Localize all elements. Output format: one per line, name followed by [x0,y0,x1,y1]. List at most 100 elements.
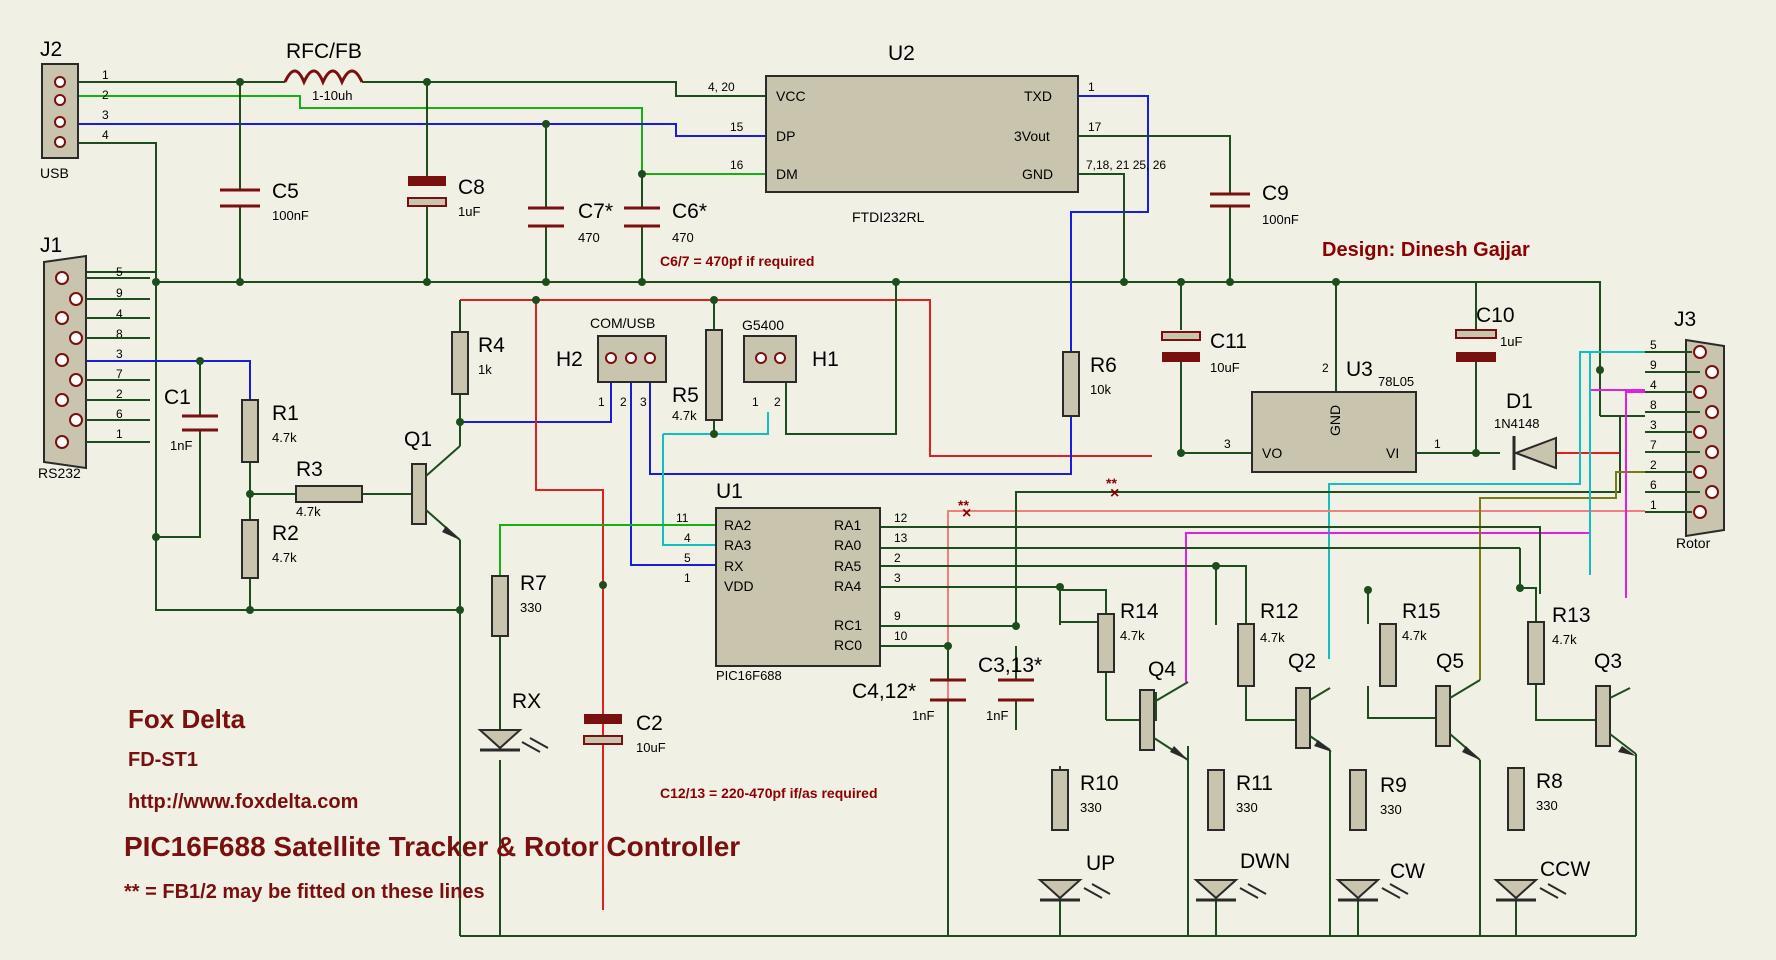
r4-ref: R4 [478,334,505,357]
c9-value: 100nF [1262,212,1299,227]
h2-pin-3: 3 [640,395,647,409]
j3-label: Rotor [1676,535,1711,551]
h2-header: H2 COM/USB 1 2 3 [556,315,667,409]
u2-pin-num-txd: 1 [1088,80,1095,94]
u1-pin-num: 9 [894,609,901,623]
r10-ref: R10 [1080,772,1119,795]
r7-value: 330 [520,600,542,615]
r6-resistor: R6 10k [1062,351,1117,417]
r13-ref: R13 [1552,604,1591,627]
c3-ref: C3,13* [978,654,1042,677]
r1-value: 4.7k [272,430,297,445]
j1-pin: 4 [116,307,123,321]
j3-pin: 6 [1650,478,1657,492]
note-c1213: C12/13 = 220-470pf if/as required [660,785,878,801]
up-ref: UP [1086,852,1115,875]
note-c67: C6/7 = 470pf if required [660,253,814,269]
c3-value: 1nF [986,708,1008,723]
j2-pin-2: 2 [102,88,109,102]
c11-capacitor: C11 10uF [1161,330,1247,375]
rfc-value: 1-10uh [312,88,352,103]
u2-pin-num-dp: 15 [730,120,744,134]
j1-pin: 8 [116,327,123,341]
rfc-inductor: RFC/FB 1-10uh [283,40,364,103]
h1-pin-2: 2 [774,395,781,409]
r2-value: 4.7k [272,550,297,565]
u2-pin-num-3vout: 17 [1088,120,1102,134]
u3-pin-vo: VO [1262,445,1282,461]
r15-value: 4.7k [1402,628,1427,643]
h1-header: H1 G5400 1 2 [742,317,839,409]
r6-value: 10k [1090,382,1111,397]
u3-regulator: U3 78L05 VO VI GND 2 3 1 [1224,358,1441,473]
u2-pin-name-txd: TXD [1024,88,1052,104]
j3-ref: J3 [1674,308,1696,331]
r7-ref: R7 [520,572,547,595]
q2-ref: Q2 [1288,650,1316,673]
h2-pin-2: 2 [620,395,627,409]
u3-num-vo: 3 [1224,437,1231,451]
r8-ref: R8 [1536,770,1563,793]
c6-capacitor: C6* 470 [624,200,707,245]
r12-ref: R12 [1260,600,1299,623]
u1-pic-chip: U1 PIC16F688 RA2 RA3 RX VDD 11 4 5 1 RA1… [676,480,908,683]
h1-ref: H1 [812,348,839,371]
u3-pin-gnd: GND [1327,405,1343,436]
u2-pin-name-dp: DP [776,128,795,144]
h2-pin-1: 1 [598,395,605,409]
r11-value: 330 [1236,800,1258,815]
brand-name: Fox Delta [128,704,246,734]
u1-pin-name: VDD [724,578,754,594]
c8-value: 1uF [458,204,480,219]
q1-transistor: Q1 [404,428,461,541]
stage-ccw: R13 4.7k Q3 R8 330 CCW [1493,604,1637,902]
q4-ref: Q4 [1148,658,1176,681]
j1-pin: 6 [116,407,123,421]
u1-pin-num: 11 [676,511,689,525]
footnote: ** = FB1/2 may be fitted on these lines [124,881,485,903]
junctions [152,78,1604,650]
j3-rotor-connector: J3 Rotor 5 9 4 8 3 7 2 6 1 [1645,308,1725,551]
u3-ref: U3 [1346,358,1373,381]
dwn-ref: DWN [1240,850,1290,873]
r6-ref: R6 [1090,354,1117,377]
schematic-title: PIC16F688 Satellite Tracker & Rotor Cont… [124,831,740,862]
c8-capacitor: C8 1uF [407,176,485,219]
c6-value: 470 [672,230,694,245]
u3-num-vi: 1 [1434,437,1441,451]
c7-ref: C7* [578,200,613,223]
j3-pin: 1 [1650,498,1657,512]
c11-value: 10uF [1210,360,1240,375]
r5-ref: R5 [672,384,699,407]
u1-pin-num: 10 [894,629,908,643]
j2-usb-connector: J2 USB 1 2 3 4 [40,38,109,181]
r4-resistor: R4 1k [451,331,505,395]
c6-ref: C6* [672,200,707,223]
ccw-ref: CCW [1540,858,1590,881]
j2-pin-3: 3 [102,108,109,122]
r15-ref: R15 [1402,600,1441,623]
u1-pin-name: RA2 [724,517,751,533]
u1-pin-num: 3 [894,571,901,585]
r10-value: 330 [1080,800,1102,815]
d1-value: 1N4148 [1494,416,1540,431]
u2-ref: U2 [888,42,915,65]
j2-pin-1: 1 [102,68,109,82]
u1-pin-num: 4 [684,531,691,545]
j1-pin: 9 [116,286,123,300]
c7-value: 470 [578,230,600,245]
u2-pin-num-gnd: 7,18, 21 25, 26 [1086,158,1166,172]
r4-value: 1k [478,362,492,377]
r7-resistor: R7 330 [491,572,547,637]
u1-pin-num: 12 [894,511,908,525]
u1-part: PIC16F688 [716,668,782,683]
h1-pin-1: 1 [752,395,759,409]
h2-label: COM/USB [590,315,655,331]
u2-ftdi-chip: U2 FTDI232RL VCC DP DM 4, 20 15 16 TXD 3… [708,42,1166,225]
r9-ref: R9 [1380,774,1407,797]
title-block: Fox Delta FD-ST1 http://www.foxdelta.com… [124,704,740,903]
u1-pin-name: RA1 [834,517,861,533]
r3-ref: R3 [296,458,323,481]
r9-value: 330 [1380,802,1402,817]
j1-pin: 3 [116,347,123,361]
